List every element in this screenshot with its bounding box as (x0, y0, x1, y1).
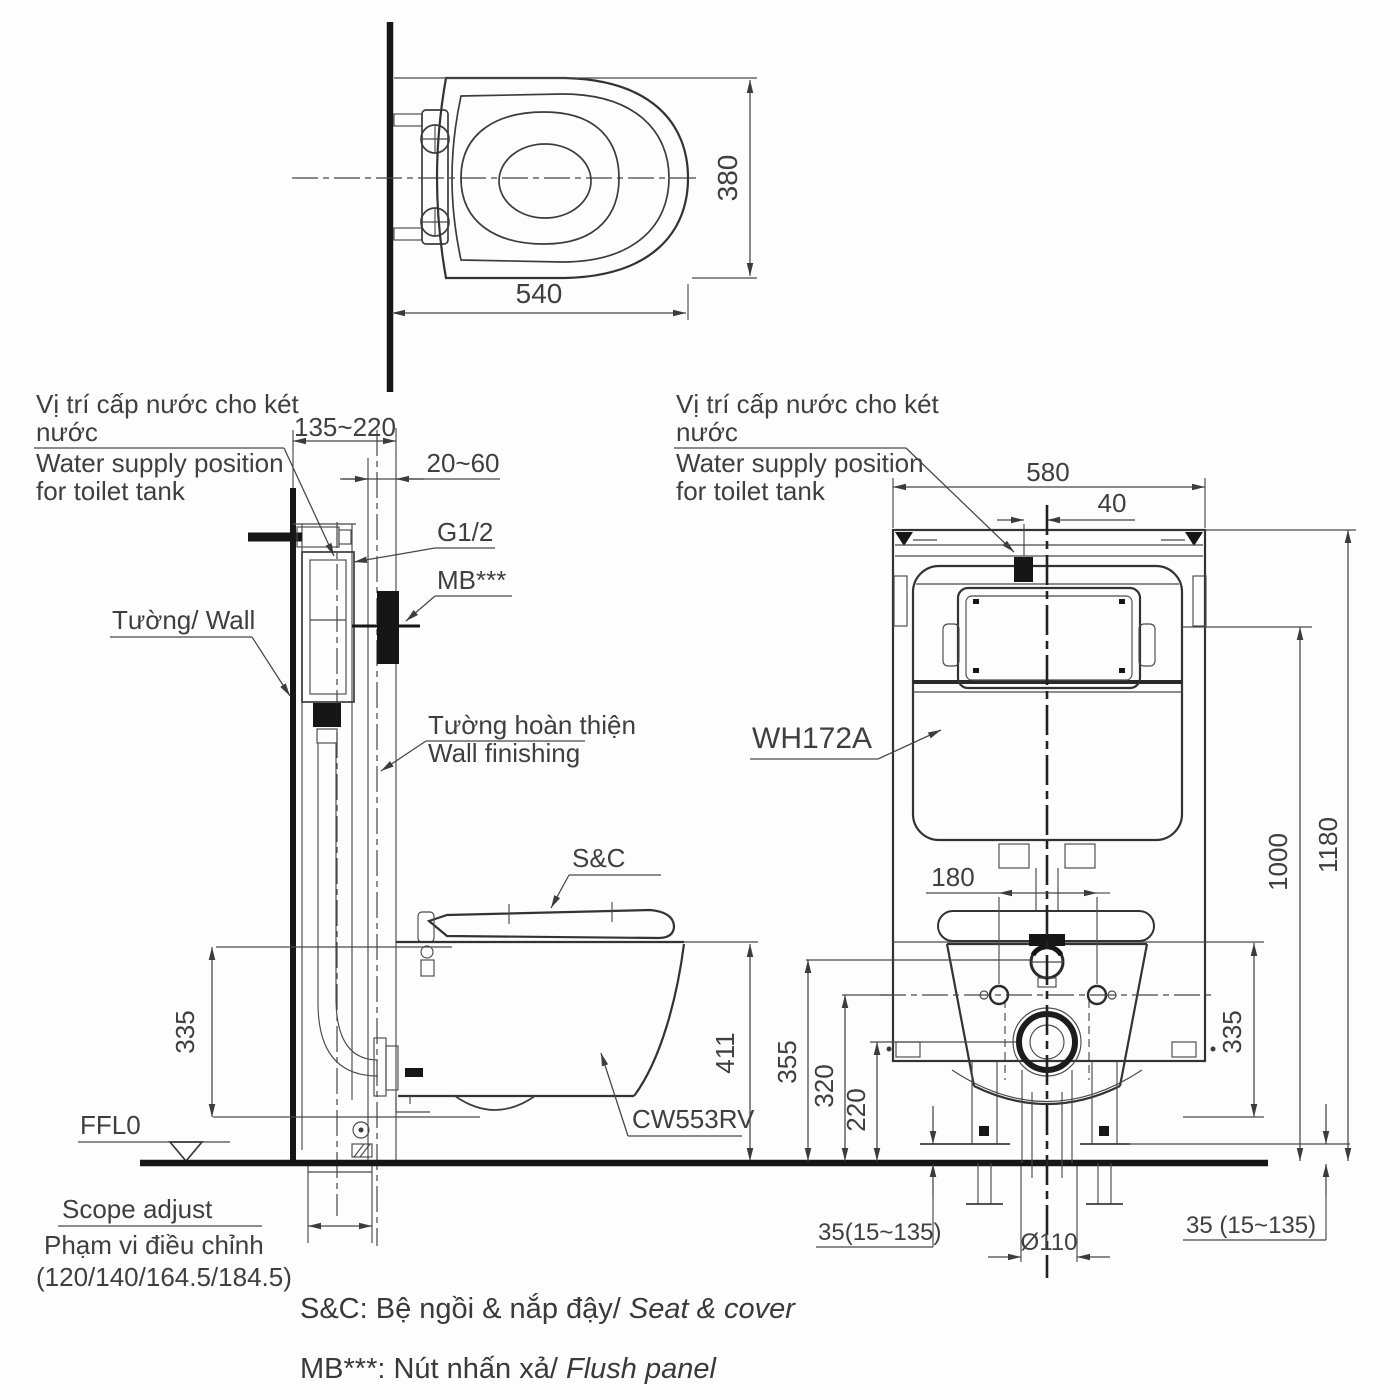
dim-180-label: 180 (931, 862, 974, 892)
dim-35-left-label: 35(15~135) (818, 1219, 941, 1246)
dim-320-label: 320 (809, 1064, 839, 1107)
supply-label-vi-1: Vị trí cấp nước cho két (36, 389, 300, 419)
dim-135-220-label: 135~220 (294, 412, 396, 442)
hinge-nub (393, 227, 423, 241)
outlet-flange (373, 1037, 387, 1097)
dim-540-label: 540 (516, 278, 563, 309)
anchor-bolt (352, 1121, 370, 1139)
hinge-plate (421, 109, 449, 245)
dim-411-label: 411 (710, 1032, 740, 1073)
supply-label-en-2: for toilet tank (36, 476, 186, 506)
side-section-view: 135~220 20~60 Vị trí cấp nước cho két nư… (34, 389, 1268, 1292)
front-view: Vị trí cấp nước cho két nước Water suppl… (674, 389, 1356, 1278)
supply-valve (296, 526, 340, 548)
cover-outline (435, 76, 690, 280)
dim-335-side-label: 335 (170, 1010, 200, 1053)
fitting-label: G1/2 (437, 517, 493, 547)
hinge-profile (417, 911, 435, 943)
seat-ring-outline (451, 93, 670, 263)
dim-1000-label: 1000 (1263, 833, 1293, 891)
legend-flush-panel: MB***: Nút nhấn xả/ Flush panel (300, 1353, 717, 1385)
seat-opening-outline (460, 111, 620, 245)
frame-model-label: WH172A (752, 722, 872, 755)
supply-label-vi-2: nước (36, 417, 98, 447)
supply-label-en-1: Water supply position (36, 448, 284, 478)
dim-drain-label: Ø110 (1021, 1229, 1078, 1256)
cistern-tank (956, 586, 1142, 690)
bowl-front-right (1118, 943, 1149, 1087)
legend-seat-cover: S&C: Bệ ngồi & nắp đậy/ Seat & cover (300, 1292, 796, 1325)
supply-leader (905, 447, 1015, 553)
top-view: 380 540 (292, 22, 757, 392)
water-supply-point (1014, 557, 1033, 582)
floor-level-label: FFL0 (80, 1110, 141, 1140)
bowl-front-left (945, 943, 976, 1087)
dim-355-label: 355 (772, 1040, 802, 1083)
bowl-model-label: CW553RV (632, 1104, 755, 1134)
seat-cover-label: S&C (572, 843, 625, 873)
dim-35-right-label: 35 (15~135) (1186, 1212, 1316, 1239)
legend: S&C: Bệ ngồi & nắp đậy/ Seat & cover MB*… (300, 1292, 796, 1385)
dim-220-label: 220 (841, 1088, 871, 1131)
wall-label: Tường/ Wall (112, 605, 255, 635)
finish-label-vi: Tường hoàn thiện (428, 710, 636, 740)
supply-label-en-1: Water supply position (676, 448, 924, 478)
supply-label-vi-2: nước (676, 417, 738, 447)
supply-label-vi-1: Vị trí cấp nước cho két (676, 389, 940, 419)
hinge-nub (393, 113, 423, 127)
level-triangle-icon (168, 1141, 204, 1163)
bowl-inner-oval (498, 143, 592, 219)
dim-1180-label: 1180 (1313, 817, 1343, 873)
scope-adjust-values: (120/140/164.5/184.5) (36, 1262, 292, 1292)
frame-outer (891, 528, 1207, 1063)
finish-label-en: Wall finishing (428, 738, 580, 768)
trap-bulge (454, 1095, 536, 1111)
supply-label-en-2: for toilet tank (676, 476, 826, 506)
dim-380-label: 380 (712, 155, 743, 202)
bowl-front-curve (633, 943, 686, 1097)
drain-elbow (317, 1002, 379, 1077)
flush-valve-connector (313, 703, 341, 727)
dim-335-front-label: 335 (1217, 1010, 1247, 1053)
dim-580-label: 580 (1026, 457, 1069, 487)
seat-cover-profile (426, 908, 676, 940)
scope-adjust-label-en: Scope adjust (62, 1194, 213, 1224)
dim-40-label: 40 (1098, 488, 1127, 518)
supply-leader (283, 447, 335, 557)
dim-20-60-label: 20~60 (426, 448, 499, 478)
scope-adjust-label-vi: Phạm vi điều chỉnh (44, 1230, 264, 1260)
flush-panel-label: MB*** (437, 565, 506, 595)
